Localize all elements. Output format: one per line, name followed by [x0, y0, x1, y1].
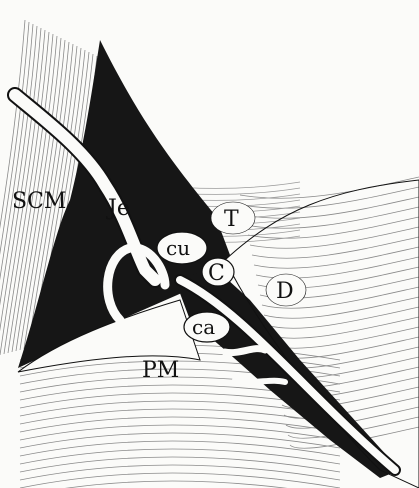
- fibre-line: [268, 317, 419, 338]
- label-cu: cu: [166, 236, 190, 260]
- fibre-line: [20, 417, 340, 432]
- label-c: C: [208, 261, 225, 286]
- fibre-line: [240, 177, 419, 198]
- fibre-line: [252, 237, 419, 258]
- fibre-line: [270, 327, 419, 348]
- label-d: D: [276, 279, 294, 304]
- fibre-line: [20, 465, 340, 480]
- label-je: Je: [106, 196, 130, 221]
- label-pm: PM: [142, 358, 179, 383]
- fibre-line: [20, 449, 340, 464]
- vein-branch-2: [235, 380, 285, 382]
- fibre-line: [20, 481, 340, 488]
- label-scm: SCM: [12, 189, 66, 214]
- fibre-line: [20, 409, 340, 424]
- fibre-line: [266, 307, 419, 328]
- fibre-line: [20, 457, 340, 472]
- fibre-line: [254, 247, 419, 268]
- fibre-line: [20, 433, 340, 448]
- label-ca: ca: [192, 315, 215, 339]
- vein-branch-1: [225, 349, 265, 353]
- label-t: T: [224, 207, 239, 232]
- fibre-line: [20, 473, 340, 488]
- fibre-line: [20, 441, 340, 456]
